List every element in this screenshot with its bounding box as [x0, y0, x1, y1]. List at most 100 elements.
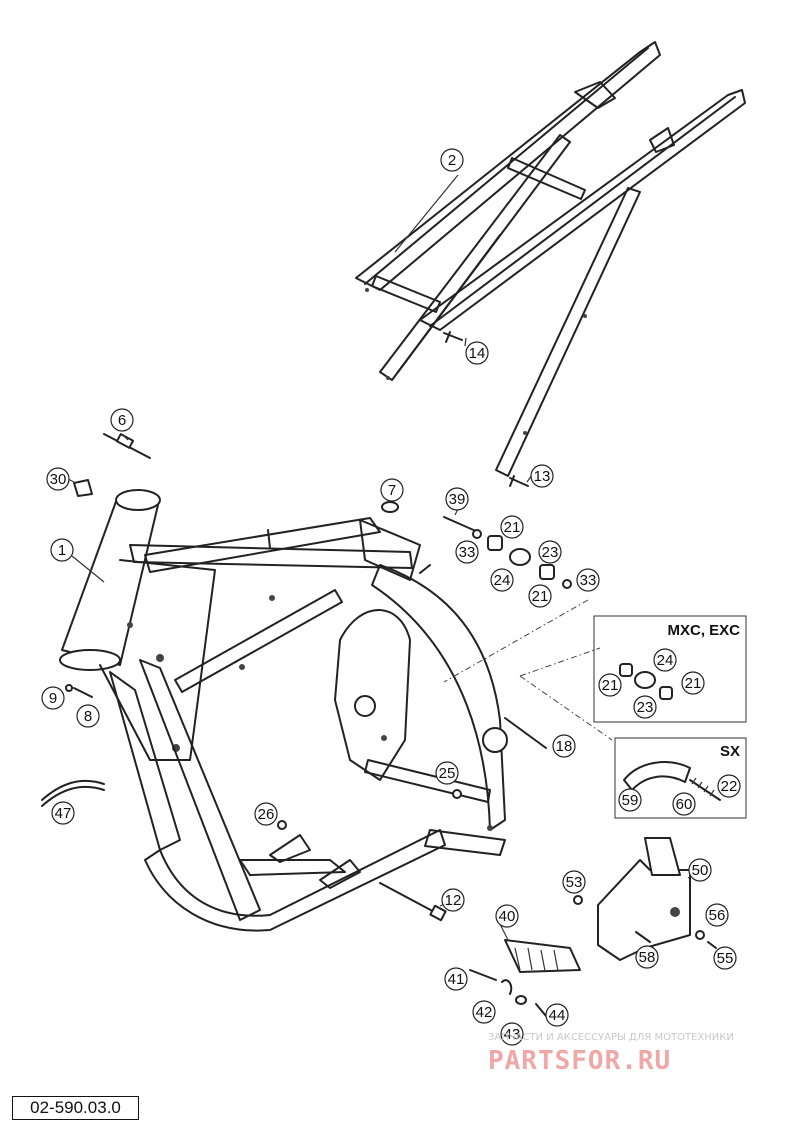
callout-58: 58: [635, 945, 659, 969]
callout-number: 42: [476, 1004, 493, 1021]
callout-2: 2: [440, 148, 464, 172]
variant-mxc-exc-box: MXC, EXC: [593, 615, 747, 723]
callout-number: 21: [532, 588, 549, 605]
variant-mxc-exc-title: MXC, EXC: [667, 622, 740, 639]
callout-circle: [705, 903, 729, 927]
callout-circle: [545, 1003, 569, 1027]
callout-number: 18: [556, 738, 573, 755]
callout-55: 55: [713, 946, 737, 970]
callout-9: 9: [41, 686, 65, 710]
callout-circle: [440, 148, 464, 172]
callout-number: 59: [622, 792, 639, 809]
callout-number: 50: [692, 862, 709, 879]
callout-21: 21: [500, 515, 524, 539]
callout-number: 23: [637, 699, 654, 716]
callout-number: 7: [388, 482, 396, 499]
callout-number: 12: [445, 892, 462, 909]
callout-circle: [598, 673, 622, 697]
callout-circle: [380, 478, 404, 502]
callout-number: 44: [549, 1007, 566, 1024]
callout-circle: [633, 695, 657, 719]
callout-circle: [472, 1000, 496, 1024]
callout-14: 14: [465, 341, 489, 365]
callout-circle: [41, 686, 65, 710]
diagram-code-label: 02-590.03.0: [12, 1096, 139, 1120]
callout-number: 40: [499, 908, 516, 925]
variant-sx-title: SX: [720, 743, 740, 760]
callout-number: 21: [504, 519, 521, 536]
callout-23: 23: [633, 695, 657, 719]
callout-47: 47: [51, 801, 75, 825]
callout-number: 53: [566, 874, 583, 891]
callout-number: 25: [439, 765, 456, 782]
callout-number: 47: [55, 805, 72, 822]
callout-21: 21: [598, 673, 622, 697]
callout-60: 60: [672, 792, 696, 816]
callout-circle: [46, 467, 70, 491]
callout-number: 41: [448, 971, 465, 988]
callout-circle: [618, 788, 642, 812]
variant-sx-box: SX: [614, 737, 747, 819]
callout-number: 56: [709, 907, 726, 924]
watermark-brand: PARTSFOR.RU: [488, 1046, 672, 1076]
callout-40: 40: [495, 904, 519, 928]
callout-number: 2: [448, 152, 456, 169]
callout-circle: [444, 967, 468, 991]
callout-circle: [530, 464, 554, 488]
callout-circle: [495, 904, 519, 928]
callout-number: 14: [469, 345, 486, 362]
callout-42: 42: [472, 1000, 496, 1024]
callout-number: 33: [459, 544, 476, 561]
callout-circle: [688, 858, 712, 882]
callout-56: 56: [705, 903, 729, 927]
callout-21: 21: [528, 584, 552, 608]
callout-circle: [490, 568, 514, 592]
callout-24: 24: [653, 648, 677, 672]
callout-circle: [528, 584, 552, 608]
callout-circle: [445, 487, 469, 511]
callout-circle: [51, 801, 75, 825]
callout-number: 6: [118, 412, 126, 429]
callout-13: 13: [530, 464, 554, 488]
callout-circle: [653, 648, 677, 672]
callout-circle: [576, 568, 600, 592]
callout-26: 26: [254, 802, 278, 826]
callout-44: 44: [545, 1003, 569, 1027]
callout-number: 13: [534, 468, 551, 485]
subframe-drawing: [355, 41, 746, 487]
callout-circle: [717, 774, 741, 798]
callout-circle: [672, 792, 696, 816]
callout-39: 39: [445, 487, 469, 511]
callout-33: 33: [576, 568, 600, 592]
callout-circle: [441, 888, 465, 912]
callout-circle: [562, 870, 586, 894]
callout-6: 6: [110, 408, 134, 432]
callout-circle: [681, 671, 705, 695]
callout-leaders: [67, 174, 705, 941]
callout-circle: [552, 734, 576, 758]
callout-number: 58: [639, 949, 656, 966]
callout-number: 30: [50, 471, 67, 488]
callout-23: 23: [538, 540, 562, 564]
callout-12: 12: [441, 888, 465, 912]
callout-circle: [50, 538, 74, 562]
callout-59: 59: [618, 788, 642, 812]
callout-circle: [435, 761, 459, 785]
callout-33: 33: [455, 540, 479, 564]
callout-18: 18: [552, 734, 576, 758]
callout-50: 50: [688, 858, 712, 882]
callout-1: 1: [50, 538, 74, 562]
callout-circle: [465, 341, 489, 365]
small-parts-drawing: [41, 433, 717, 1017]
callout-number: 60: [676, 796, 693, 813]
callout-number: 9: [49, 690, 57, 707]
callout-number: 39: [449, 491, 466, 508]
watermark-subtitle: ЗАПЧАСТИ И АКСЕССУАРЫ ДЛЯ МОТОТЕХНИКИ: [488, 1032, 734, 1043]
callout-circle: [635, 945, 659, 969]
callout-number: 1: [58, 542, 66, 559]
callout-41: 41: [444, 967, 468, 991]
callout-number: 24: [657, 652, 674, 669]
main-frame-drawing: [59, 489, 508, 932]
